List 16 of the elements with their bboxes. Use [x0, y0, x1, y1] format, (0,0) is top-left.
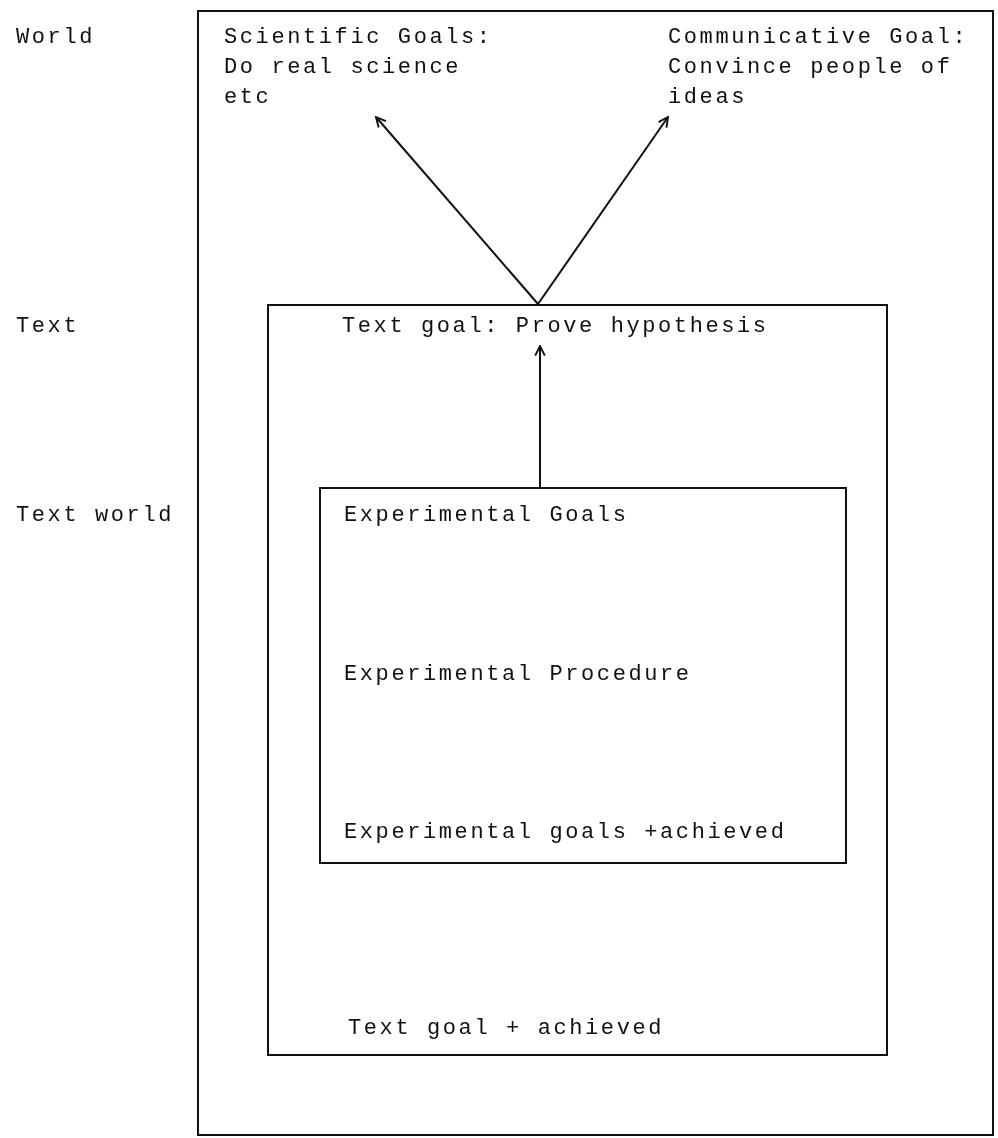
arrow	[537, 116, 669, 305]
goal-text: Scientific Goals: Do real science etc	[224, 23, 514, 113]
step-text: Experimental Procedure	[344, 661, 692, 689]
level-label: Text world	[16, 502, 175, 530]
level-label: World	[16, 24, 95, 52]
middle-box	[267, 304, 888, 1056]
step-text: Experimental goals +achieved	[344, 819, 787, 847]
arrow	[534, 345, 546, 488]
goal-text: Communicative Goal: Convince people of ideas	[668, 23, 984, 113]
arrow	[375, 116, 539, 305]
goal-text: Text goal + achieved	[348, 1015, 665, 1043]
inner-box	[319, 487, 847, 864]
step-text: Experimental Goals	[344, 502, 629, 530]
level-label: Text	[16, 313, 80, 341]
goal-text: Text goal: Prove hypothesis	[342, 312, 769, 342]
outer-box	[197, 10, 994, 1136]
